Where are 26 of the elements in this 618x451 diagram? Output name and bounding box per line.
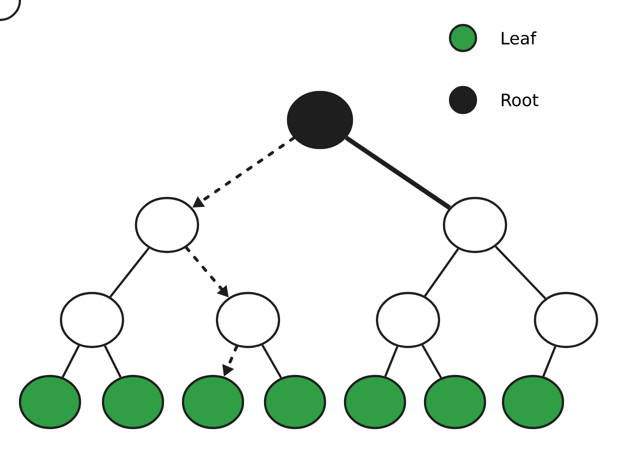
edge-line [62, 345, 80, 378]
edge-line [421, 344, 442, 378]
leaf-circle [424, 374, 486, 430]
node-circle [442, 196, 508, 254]
node-circle [376, 292, 440, 348]
leaf-circle [264, 374, 326, 430]
legend-label: Root [502, 94, 538, 106]
node-circle [216, 292, 280, 348]
node-circle [60, 292, 124, 348]
edge-line [261, 344, 282, 378]
edge-line [542, 346, 556, 377]
node-circle [534, 292, 598, 348]
edge-line [109, 247, 150, 298]
leaf-circle [102, 374, 164, 430]
legend-label: Leaf [502, 31, 537, 45]
edge-line [424, 248, 460, 297]
leaf-circle [182, 374, 244, 430]
leaf-circle [502, 374, 564, 430]
node-circle [134, 196, 200, 254]
edge-line [344, 136, 451, 210]
leaf-circle [18, 374, 82, 430]
root-circle [286, 90, 354, 150]
edge-line [494, 246, 546, 300]
edge-line [104, 345, 122, 378]
leaf-circle [344, 374, 406, 430]
edge-line [384, 346, 398, 377]
